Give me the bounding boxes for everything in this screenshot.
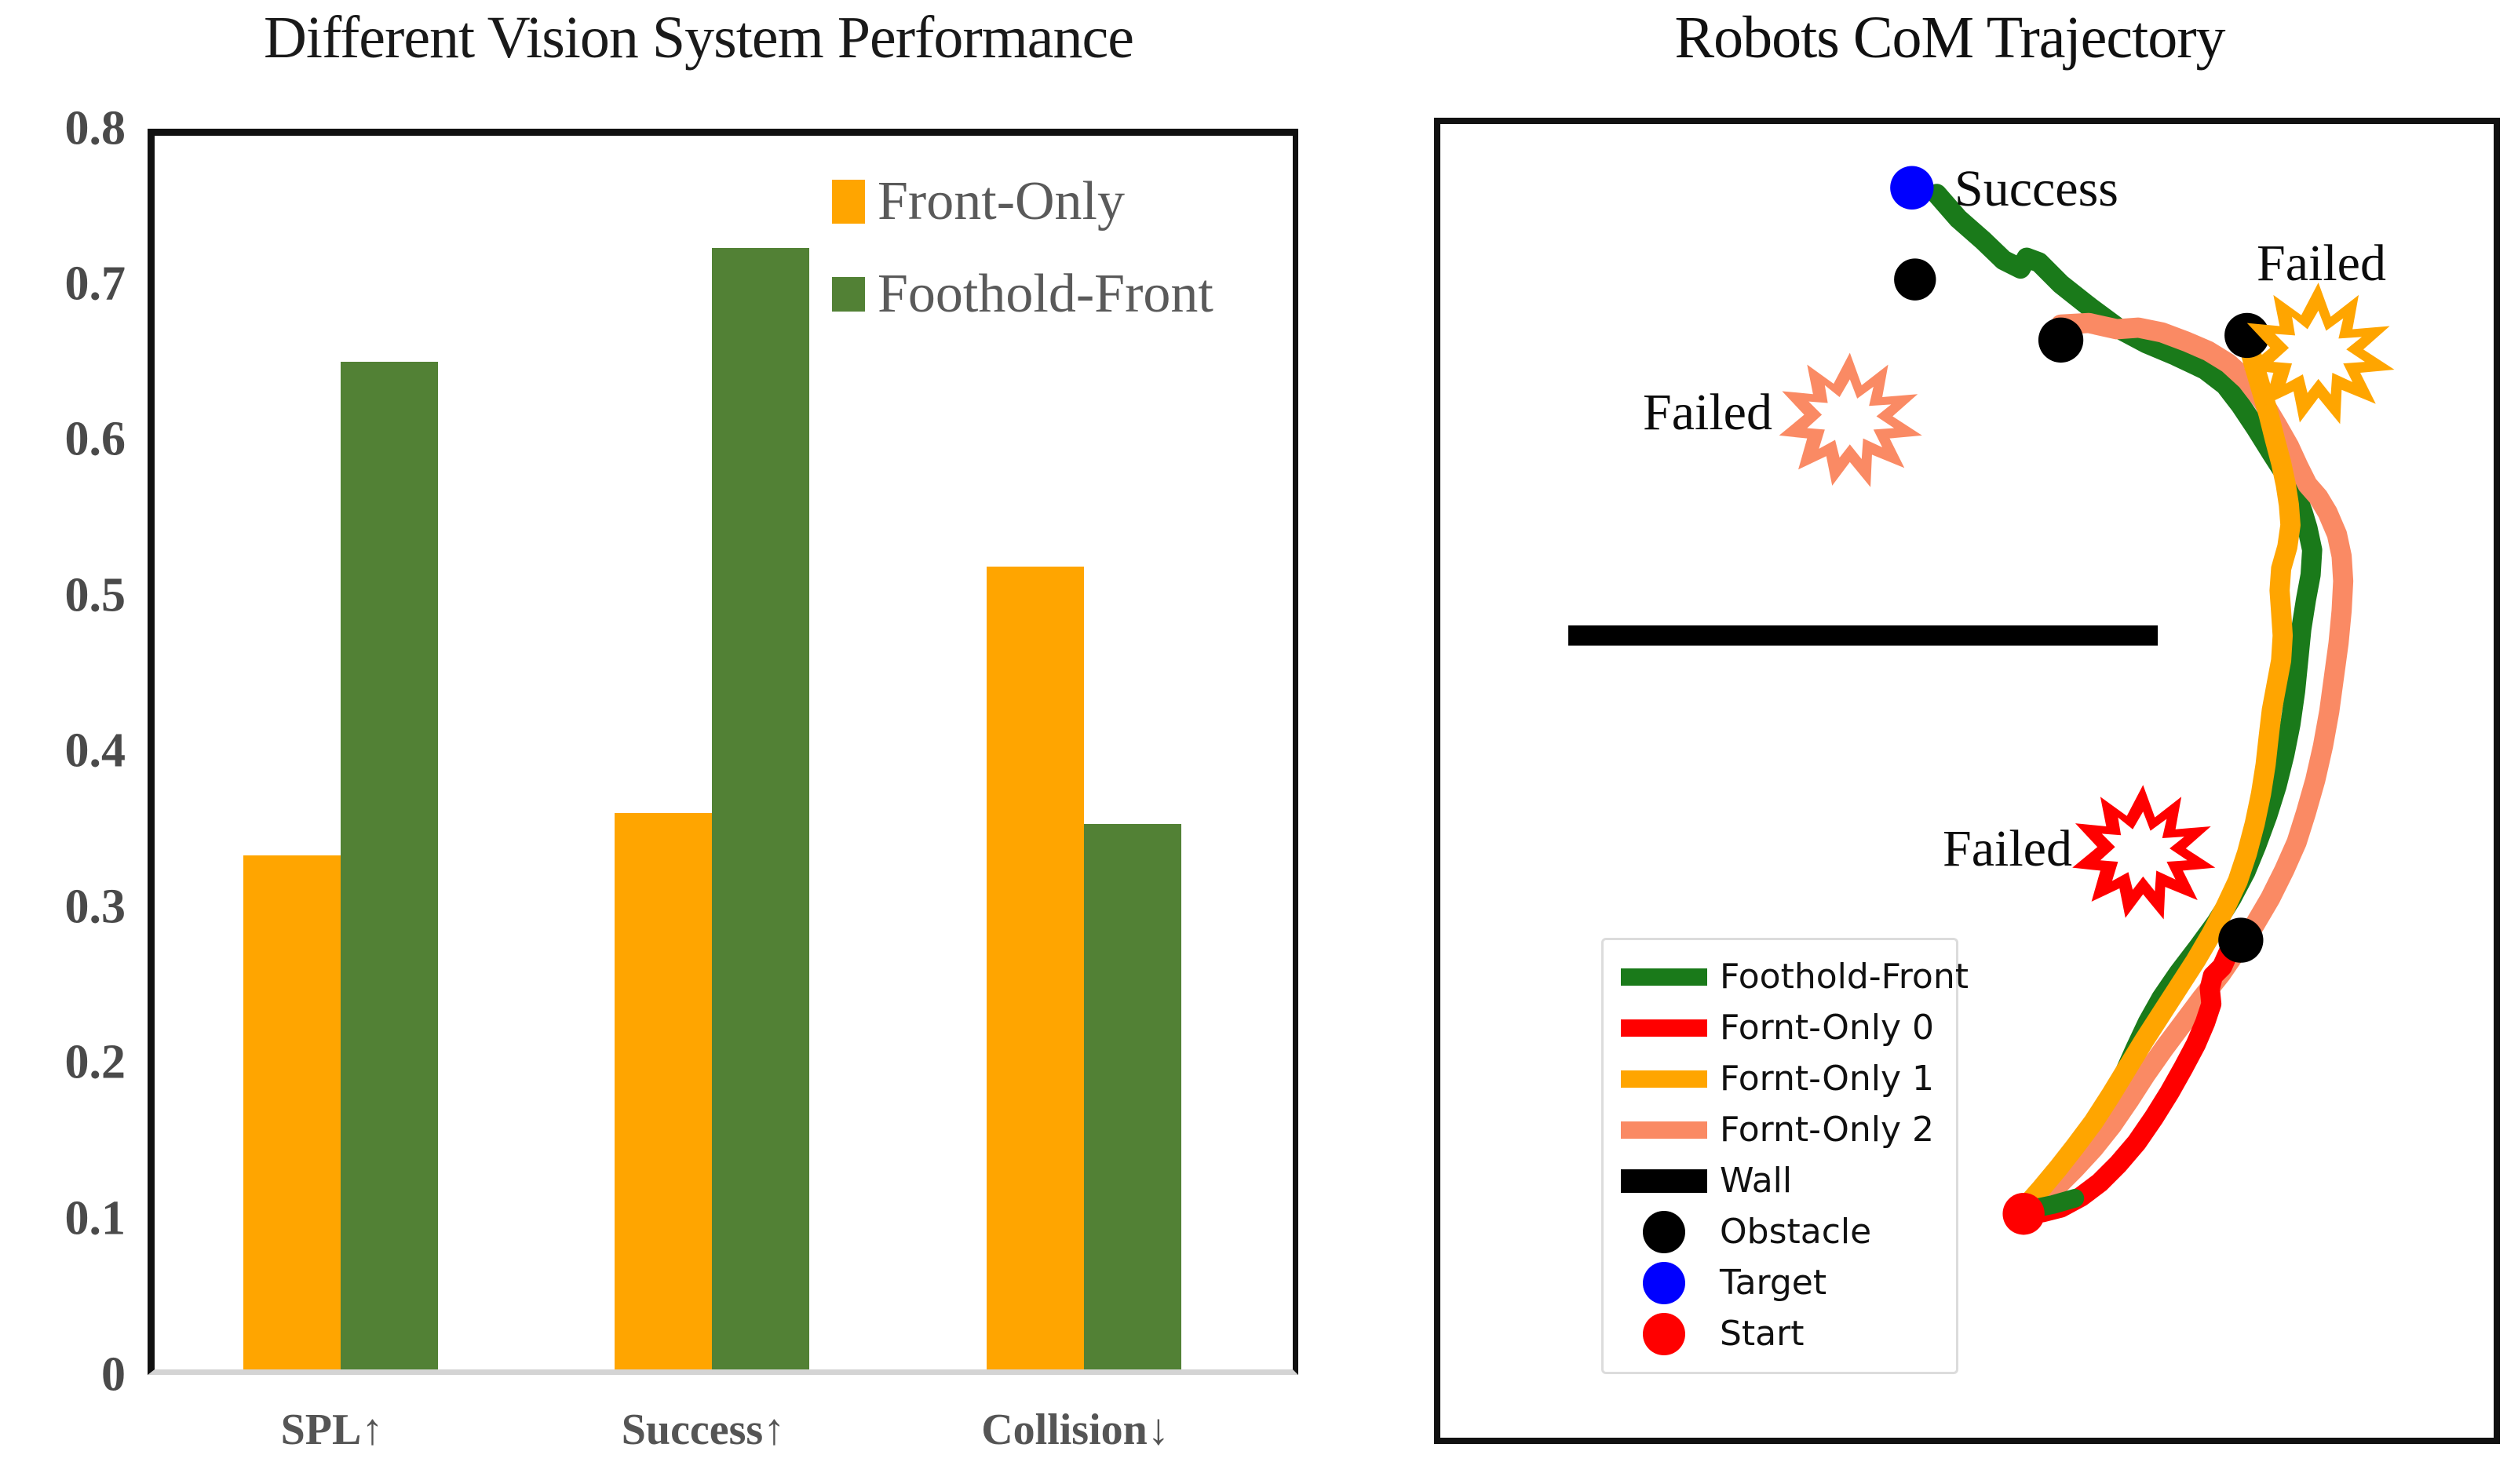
burst-salmon-icon	[1779, 352, 1922, 487]
bar-foothold-front-collision	[1084, 824, 1181, 1369]
y-axis-tick-0.5: 0.5	[64, 568, 126, 622]
bar-foothold-front-success	[712, 248, 809, 1369]
legend-label-foothold-front: Foothold-Front	[878, 264, 1213, 324]
x-axis-tick-spl: SPL↑	[280, 1406, 384, 1454]
legend-label-front-only: Front-Only	[878, 171, 1125, 232]
trajectory-plot-area: Success Failed Failed Failed Foothold-Fr…	[1434, 118, 2500, 1444]
legend-line-foothold-front	[1616, 968, 1712, 986]
burst-orange-icon	[2243, 283, 2395, 425]
trajectory-fornt-only-1	[2013, 328, 2301, 1220]
y-axis-tick-0.6: 0.6	[64, 412, 126, 466]
legend-item-obstacle: Obstacle	[1616, 1206, 1943, 1257]
trajectory-legend: Foothold-Front Fornt-Only 0 Fornt-Only 1…	[1601, 938, 1969, 1374]
wall-marker	[1568, 625, 2159, 646]
legend-dot-target	[1616, 1261, 1712, 1304]
x-axis-tick-success: Success↑	[621, 1406, 786, 1454]
legend-line-fornt-only-2	[1616, 1121, 1712, 1139]
legend-label-start: Start	[1720, 1314, 1805, 1354]
annotation-success: Success	[1954, 160, 2118, 217]
legend-item-fornt-only-1: Fornt-Only 1	[1616, 1053, 1943, 1104]
legend-label-foothold-front: Foothold-Front	[1720, 957, 1969, 997]
trajectory-fornt-only-2	[2015, 312, 2354, 1221]
x-axis-tick-collision: Collision↓	[981, 1406, 1170, 1454]
bar-plot-area	[148, 129, 1298, 1375]
legend-item-front-only: Front-Only	[832, 174, 1213, 229]
legend-line-fornt-only-0	[1616, 1019, 1712, 1037]
y-axis-tick-0.1: 0.1	[64, 1191, 126, 1245]
legend-item-start: Start	[1616, 1308, 1943, 1359]
legend-dot-obstacle	[1616, 1210, 1712, 1253]
legend-line-wall	[1616, 1169, 1712, 1193]
legend-swatch-front-only	[832, 180, 865, 224]
burst-red-icon	[2072, 785, 2216, 920]
trajectory-panel: Robots CoM Trajectory	[1381, 0, 2518, 1484]
legend-label-fornt-only-2: Fornt-Only 2	[1720, 1110, 1934, 1150]
obstacle-marker-1	[1894, 258, 1936, 301]
target-marker	[1890, 166, 1934, 210]
legend-item-foothold-front: Foothold-Front	[832, 267, 1213, 322]
legend-label-obstacle: Obstacle	[1720, 1212, 1872, 1252]
bar-front-only-spl	[243, 855, 341, 1369]
bar-chart-legend: Front-Only Foothold-Front	[832, 174, 1213, 359]
annotation-failed-red: Failed	[1943, 820, 2072, 877]
annotation-failed-orange: Failed	[2257, 235, 2386, 292]
legend-item-wall: Wall	[1616, 1155, 1943, 1206]
legend-label-target: Target	[1720, 1263, 1827, 1303]
y-axis-tick-0.3: 0.3	[64, 880, 126, 934]
y-axis-tick-0.7: 0.7	[64, 257, 126, 311]
bar-foothold-front-spl	[341, 362, 438, 1369]
legend-item-target: Target	[1616, 1257, 1943, 1308]
bar-front-only-collision	[987, 567, 1084, 1369]
bar-front-only-success	[615, 813, 712, 1369]
y-axis-tick-0.2: 0.2	[64, 1035, 126, 1089]
start-marker	[2002, 1192, 2045, 1235]
y-axis-tick-0.8: 0.8	[64, 101, 126, 155]
trajectory-svg	[1568, 166, 2395, 1235]
y-axis-tick-0.4: 0.4	[64, 724, 126, 778]
legend-item-fornt-only-2: Fornt-Only 2	[1616, 1104, 1943, 1155]
legend-dot-start	[1616, 1312, 1712, 1355]
legend-label-fornt-only-0: Fornt-Only 0	[1720, 1008, 1934, 1048]
legend-item-foothold-front: Foothold-Front	[1616, 951, 1969, 1002]
annotation-failed-salmon: Failed	[1643, 384, 1772, 441]
obstacle-marker-4	[2218, 917, 2264, 963]
legend-line-fornt-only-1	[1616, 1070, 1712, 1088]
legend-label-wall: Wall	[1720, 1161, 1793, 1201]
legend-item-fornt-only-0: Fornt-Only 0	[1616, 1002, 1943, 1053]
legend-label-fornt-only-1: Fornt-Only 1	[1720, 1059, 1934, 1099]
obstacle-marker-2	[2038, 317, 2084, 363]
legend-swatch-foothold-front	[832, 277, 865, 312]
bar-chart-panel: Different Vision System Performance 0.8 …	[64, 5, 1298, 1454]
y-axis-tick-0: 0	[101, 1347, 126, 1402]
bar-chart-title: Different Vision System Performance	[264, 5, 1134, 71]
trajectory-title: Robots CoM Trajectory	[1674, 5, 2225, 71]
